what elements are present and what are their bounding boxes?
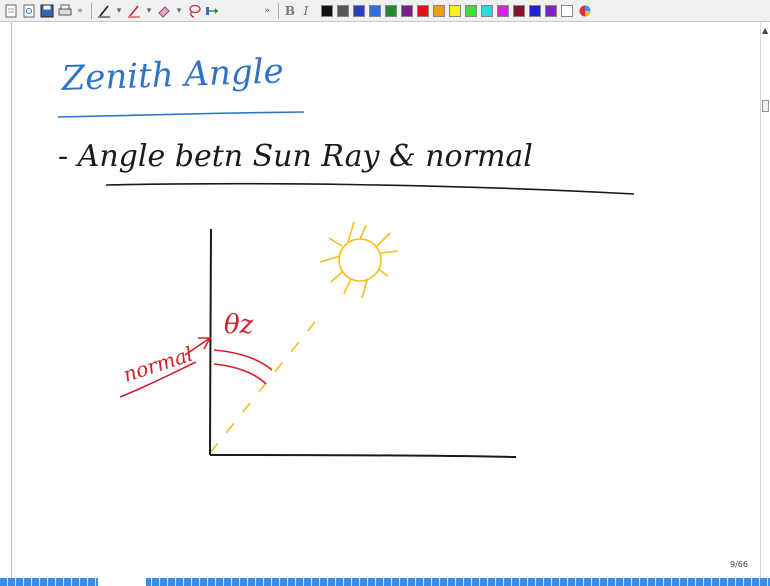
page-counter: 9/66	[730, 560, 748, 569]
color-swatch[interactable]	[337, 4, 349, 17]
color-swatch[interactable]	[401, 4, 413, 17]
zenith-angle-arc-outer	[213, 349, 273, 371]
toolbar: » ▾ ▾ ▾ » B I	[0, 0, 770, 22]
note-title: Zenith Angle	[60, 51, 284, 99]
scroll-up-arrow-icon[interactable]: ▲	[762, 26, 769, 35]
pen-dropdown-chevron-down-icon[interactable]: ▾	[116, 5, 122, 16]
bold-button[interactable]: B	[284, 3, 296, 18]
taskbar-gap	[98, 578, 146, 586]
color-picker-icon[interactable]	[577, 3, 593, 19]
color-swatch[interactable]	[465, 4, 477, 17]
pen-icon[interactable]	[96, 3, 112, 19]
definition-text: - Angle betn Sun Ray & normal	[58, 139, 533, 174]
color-swatch[interactable]	[545, 4, 557, 17]
normal-label-underline	[119, 361, 197, 398]
eraser-dropdown-chevron-down-icon[interactable]: ▾	[176, 5, 182, 16]
vertical-scrollbar[interactable]	[760, 22, 770, 578]
taskbar	[0, 578, 770, 586]
color-palette	[319, 4, 575, 17]
vertical-normal-axis	[209, 228, 212, 456]
eraser-icon[interactable]	[156, 3, 172, 19]
toolbar-separator	[91, 2, 92, 19]
definition-underline	[105, 182, 635, 195]
color-swatch[interactable]	[497, 4, 509, 17]
color-swatch[interactable]	[513, 4, 525, 17]
zenith-angle-arc-inner	[213, 363, 267, 385]
highlighter-icon[interactable]	[126, 3, 142, 19]
normal-arrow	[184, 337, 212, 356]
toolbar-overflow-chevron-icon[interactable]: »	[77, 5, 83, 16]
save-icon[interactable]	[39, 3, 55, 19]
title-underline	[57, 111, 305, 118]
color-swatch[interactable]	[561, 4, 573, 17]
insert-space-icon[interactable]	[204, 3, 220, 19]
color-swatch[interactable]	[385, 4, 397, 17]
sun-icon	[319, 221, 399, 299]
toolbar-overflow-chevron-icon[interactable]: »	[264, 5, 270, 16]
print-icon[interactable]	[57, 3, 73, 19]
open-icon[interactable]	[21, 3, 37, 19]
toolbar-separator	[278, 2, 279, 19]
highlighter-dropdown-chevron-down-icon[interactable]: ▾	[146, 5, 152, 16]
color-swatch[interactable]	[529, 4, 541, 17]
color-swatch[interactable]	[321, 4, 333, 17]
horizontal-surface-axis	[209, 454, 517, 458]
color-swatch[interactable]	[369, 4, 381, 17]
scrollbar-thumb[interactable]	[762, 100, 769, 112]
color-swatch[interactable]	[449, 4, 461, 17]
new-page-icon[interactable]	[3, 3, 19, 19]
page-left-margin	[0, 22, 12, 578]
color-swatch[interactable]	[353, 4, 365, 17]
color-swatch[interactable]	[433, 4, 445, 17]
italic-button[interactable]: I	[303, 3, 309, 18]
lasso-icon[interactable]	[186, 3, 202, 19]
theta-z-label: θz	[224, 310, 254, 340]
color-swatch[interactable]	[417, 4, 429, 17]
color-swatch[interactable]	[481, 4, 493, 17]
